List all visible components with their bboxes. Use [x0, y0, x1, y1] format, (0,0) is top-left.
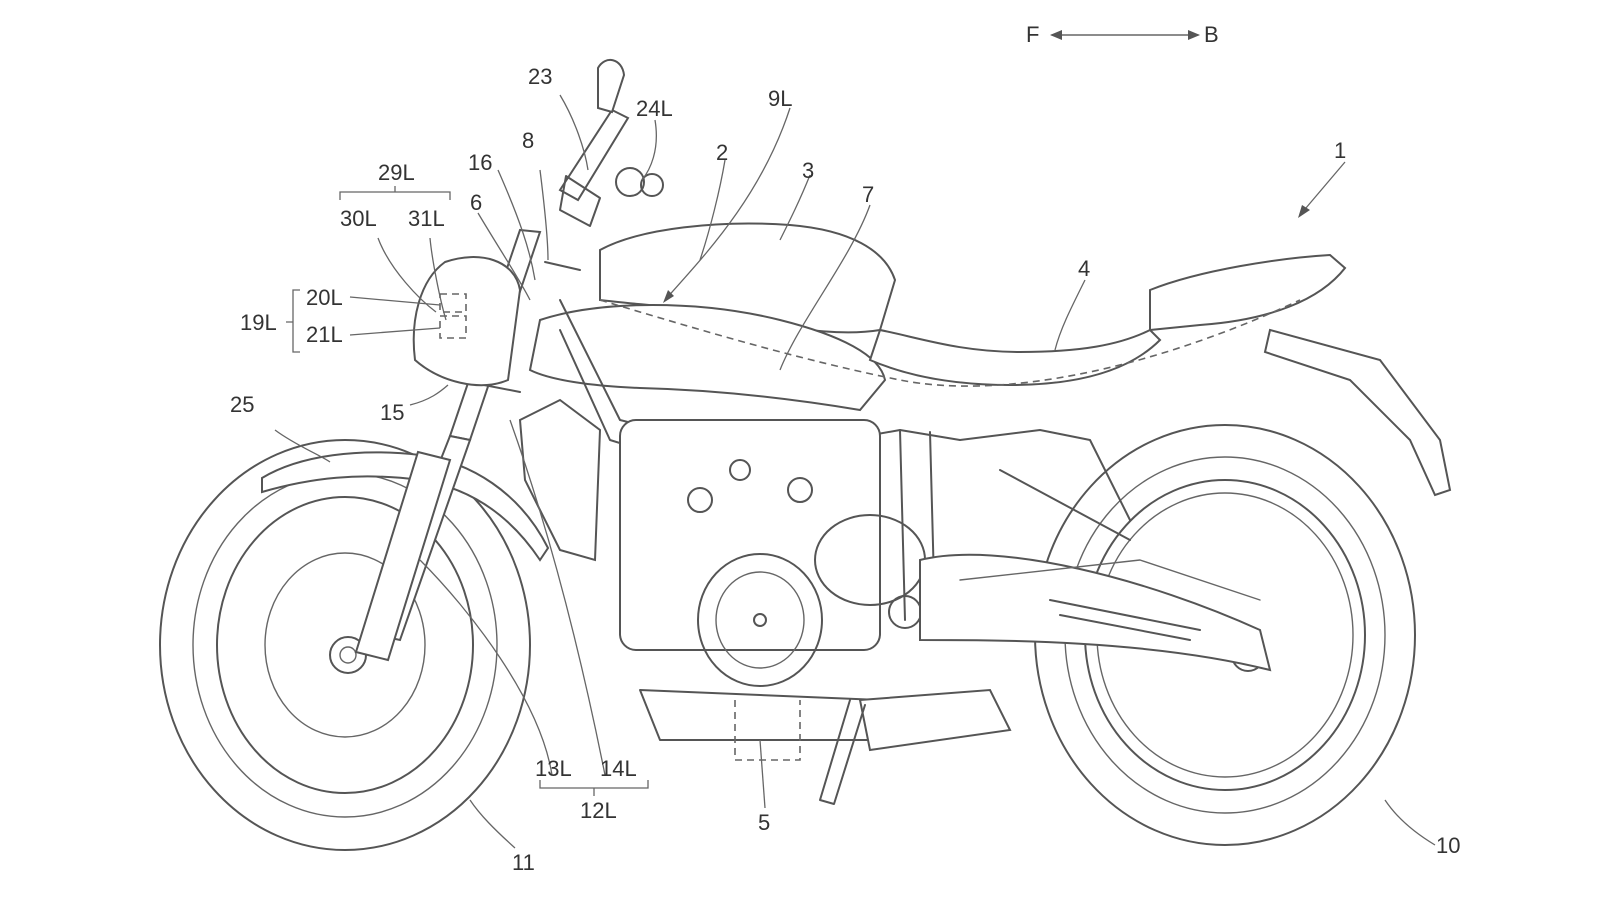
label-15: 15	[380, 400, 404, 425]
lamp-upper-outline	[439, 293, 467, 313]
direction-indicator: F B	[1026, 22, 1219, 47]
label-11: 11	[512, 850, 535, 875]
label-6: 6	[470, 190, 482, 215]
bracket-29L	[339, 186, 451, 200]
label-20L: 20L	[306, 285, 343, 310]
label-21L: 21L	[306, 322, 343, 347]
label-16: 16	[468, 150, 492, 175]
label-5: 5	[758, 810, 770, 835]
label-9L: 9L	[768, 86, 792, 111]
label-10: 10	[1436, 833, 1460, 858]
reference-numerals: 1 2 3 4 5 6 7 8 9L 10 11 12L 13L 14L 15 …	[230, 64, 1460, 875]
direction-arrow-right	[1188, 30, 1200, 40]
label-14L: 14L	[600, 756, 637, 781]
leader-lines	[274, 94, 1436, 849]
tank-side-panel	[528, 304, 887, 412]
radiator-shroud	[518, 398, 602, 562]
label-7: 7	[862, 182, 874, 207]
label-19L: 19L	[240, 310, 277, 335]
label-23: 23	[528, 64, 552, 89]
label-31L: 31L	[408, 206, 445, 231]
lamp-lower-outline	[439, 315, 467, 339]
label-29L: 29L	[378, 160, 415, 185]
tail-cowl	[1149, 253, 1347, 332]
seat	[868, 328, 1162, 387]
label-4: 4	[1078, 256, 1090, 281]
engine	[619, 419, 926, 761]
front-fender	[261, 451, 550, 562]
headlight	[412, 256, 522, 387]
rear-fender	[1263, 328, 1452, 497]
direction-front-label: F	[1026, 22, 1039, 47]
label-2: 2	[716, 140, 728, 165]
bracket-19L	[286, 289, 300, 353]
label-24L: 24L	[636, 96, 673, 121]
bracket-12L	[539, 780, 649, 796]
side-stand	[819, 699, 866, 805]
handlebar	[558, 59, 664, 227]
label-8: 8	[522, 128, 534, 153]
direction-arrow-left	[1050, 30, 1062, 40]
label-25: 25	[230, 392, 254, 417]
direction-back-label: B	[1204, 22, 1219, 47]
front-wheel	[159, 439, 531, 851]
label-12L: 12L	[580, 798, 617, 823]
swingarm	[919, 553, 1272, 672]
label-13L: 13L	[535, 756, 572, 781]
exhaust	[858, 688, 1012, 752]
label-3: 3	[802, 158, 814, 183]
label-30L: 30L	[340, 206, 377, 231]
label-1: 1	[1334, 138, 1346, 163]
